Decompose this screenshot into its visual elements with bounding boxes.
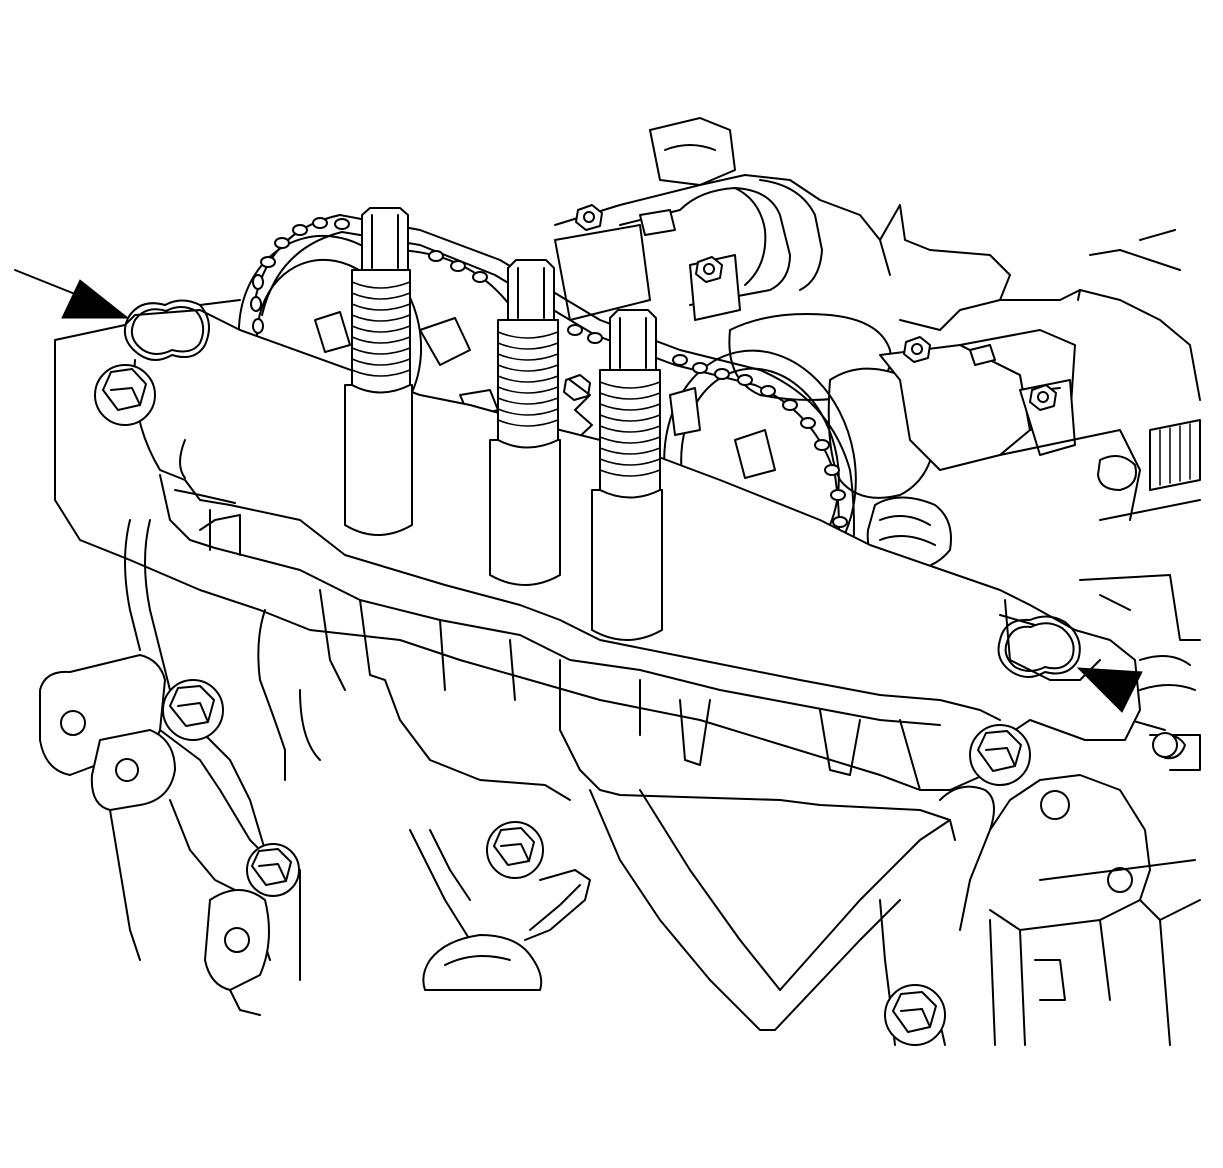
hex-bolt-icon [884, 984, 946, 1046]
holding-pin-3 [591, 309, 663, 641]
camshaft-holding-pins [344, 207, 663, 641]
hex-bolt-icon [575, 204, 603, 231]
hex-bolt-icon [246, 843, 300, 897]
arrow-pointer-icon [61, 279, 130, 319]
hex-bolt-icon [969, 724, 1031, 786]
cam-cap-bolts [563, 204, 1057, 411]
left-gasket-seal [124, 299, 241, 361]
hex-bolt-icon [162, 679, 224, 741]
hex-bolt-icon [486, 821, 544, 879]
holding-pin-2 [489, 259, 561, 586]
hex-bolt-icon [1029, 384, 1057, 411]
hex-bolt-icon [563, 374, 591, 401]
right-gasket-seal [997, 615, 1081, 678]
hex-bolt-icon [903, 336, 931, 363]
cylinder-head [554, 117, 1201, 771]
arrow-pointer-icon [1076, 667, 1143, 713]
hex-bolt-icon [94, 364, 156, 426]
holding-pin-1 [344, 207, 413, 536]
callout-arrow-left [14, 269, 130, 319]
callout-arrow-right [1076, 667, 1143, 713]
engine-block [39, 519, 1201, 1046]
hex-bolt-icon [695, 256, 723, 283]
hex-bolt-icon [1152, 732, 1178, 758]
locating-bolts [94, 364, 1178, 1046]
